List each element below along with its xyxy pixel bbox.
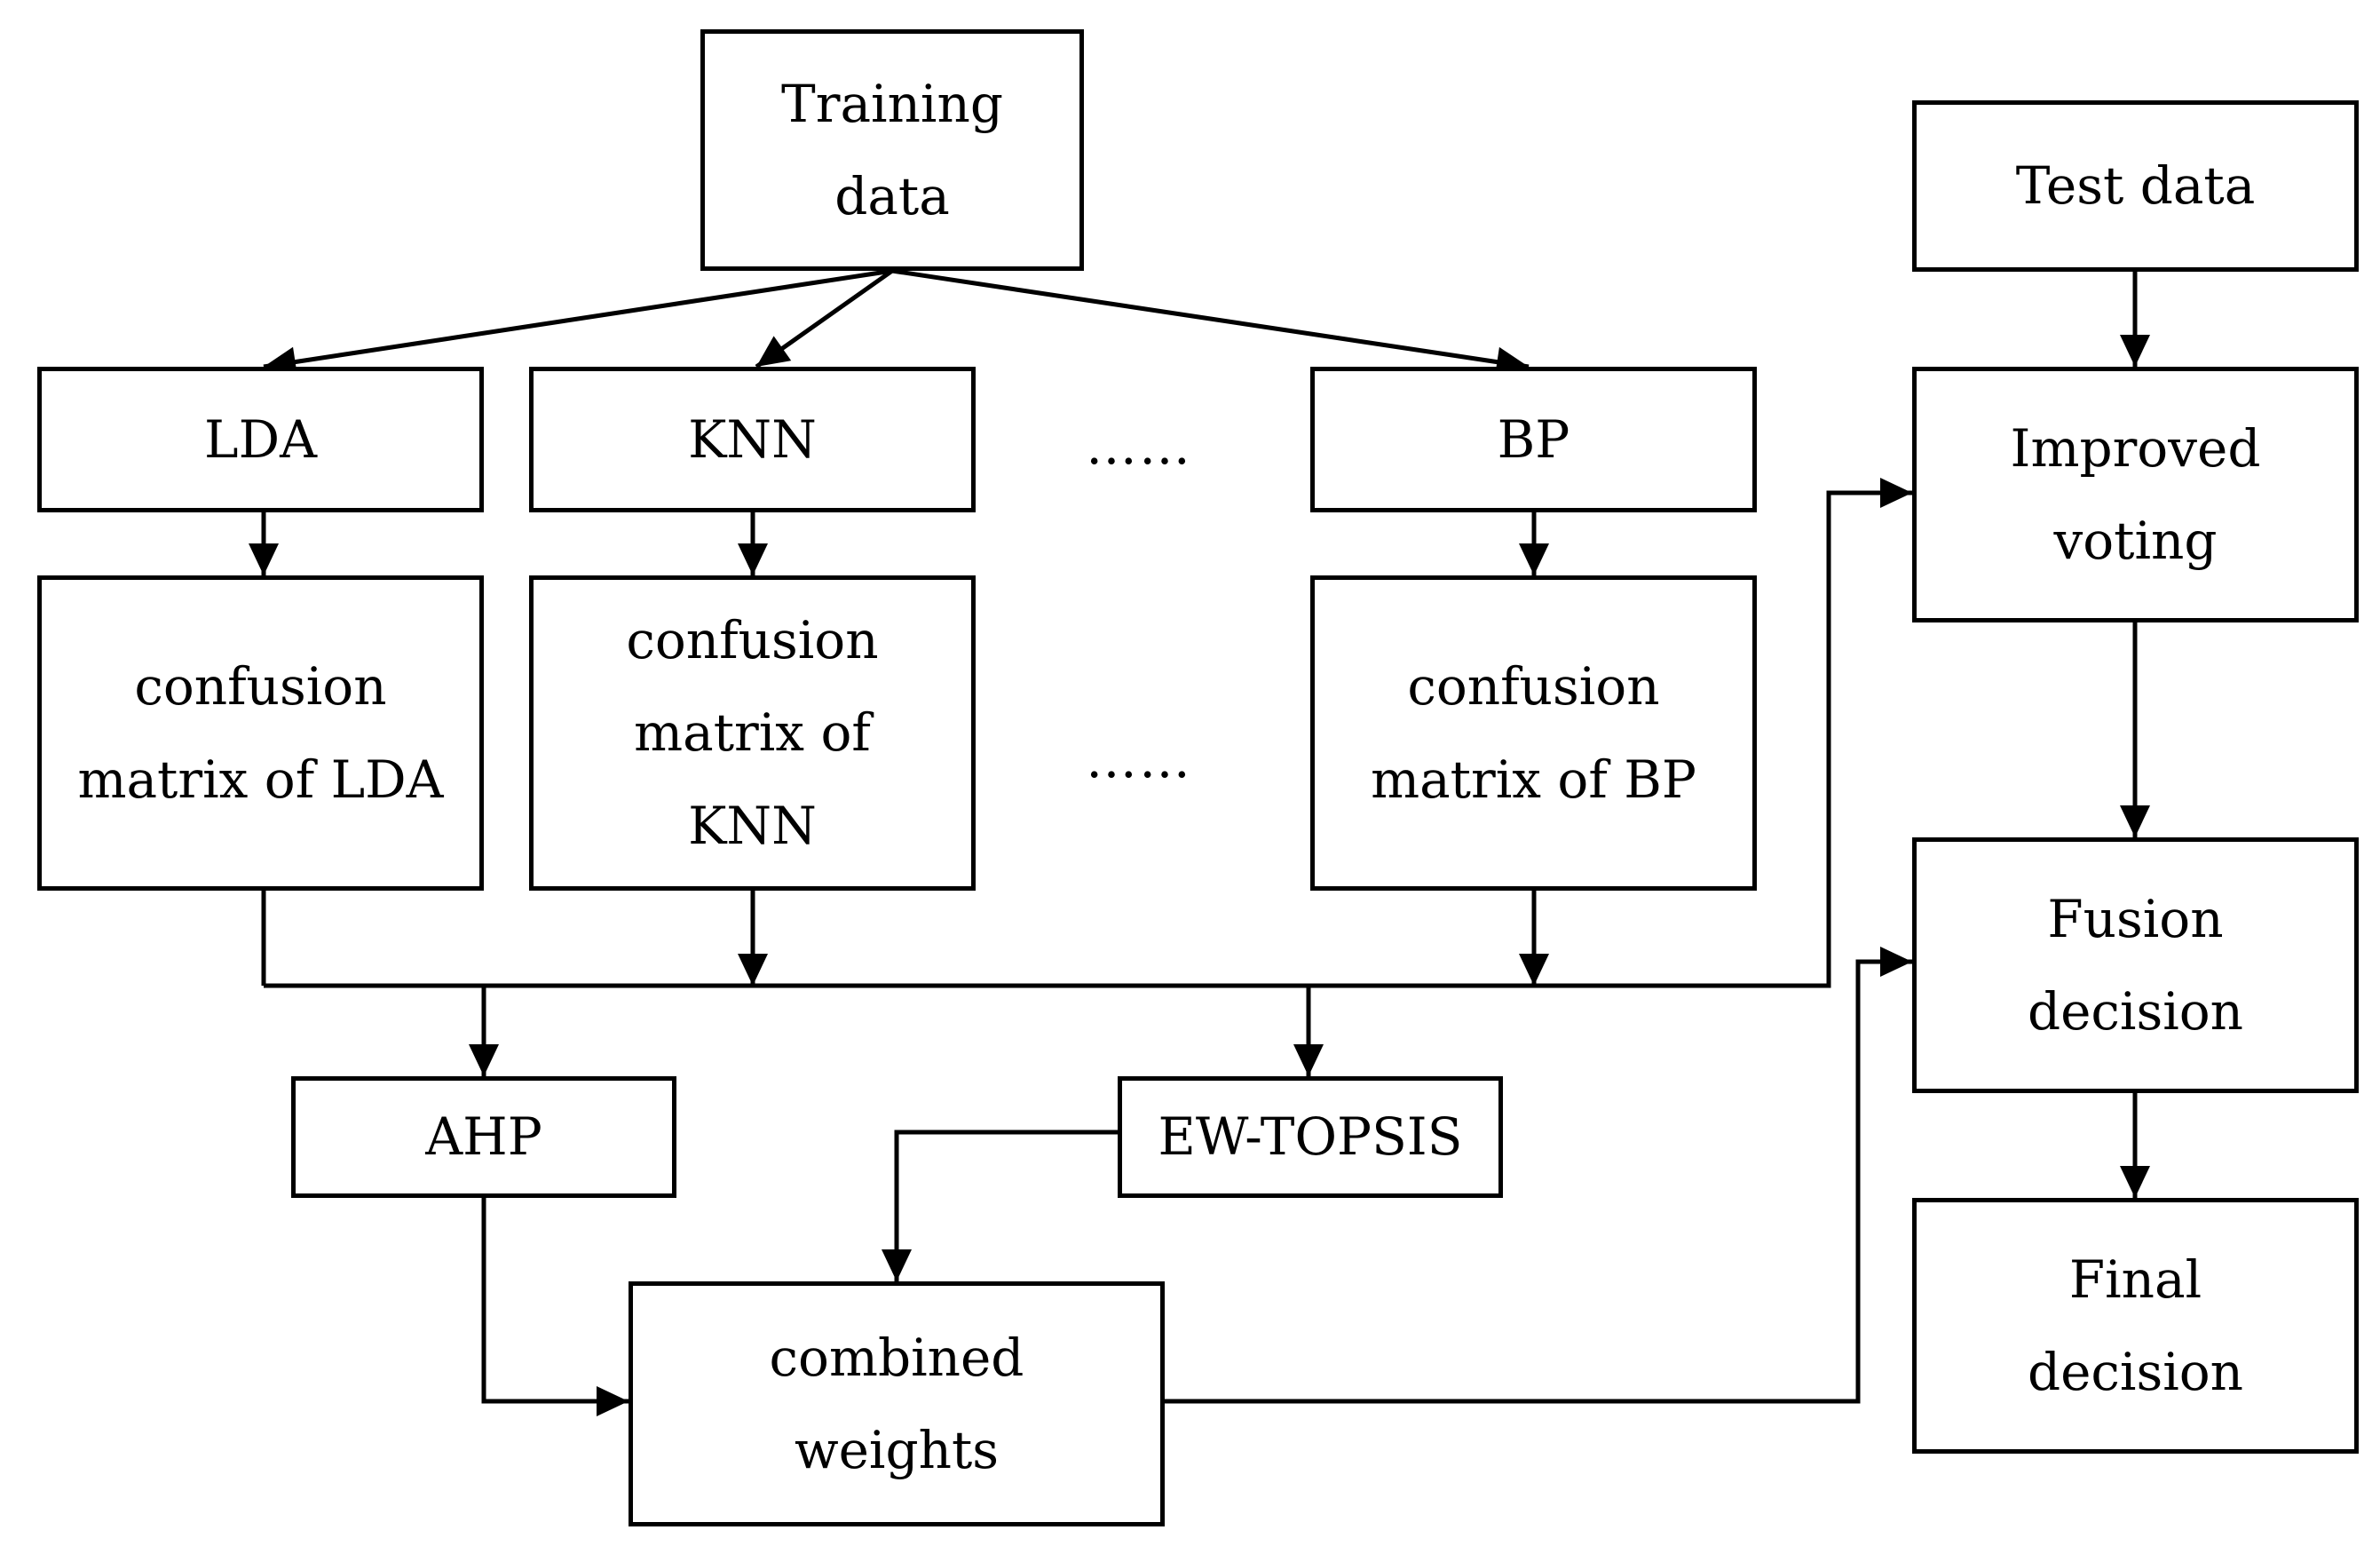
ahp-to-combined-arrow-line bbox=[481, 1198, 629, 1404]
collector-to-voting-arrow-arrowhead bbox=[1880, 478, 1912, 508]
knn-to-matrix-arrow-arrowhead bbox=[738, 543, 768, 575]
training-to-bp-arrow-line bbox=[891, 268, 1530, 369]
ahp-to-combined-arrow-arrowhead bbox=[597, 1386, 629, 1416]
lda-to-matrix-arrow-arrowhead bbox=[249, 543, 279, 575]
ahp-label: AHP bbox=[425, 1106, 542, 1168]
training-to-knn-arrow-arrowhead bbox=[756, 336, 792, 367]
more-matrices-ellipsis: …… bbox=[1086, 729, 1192, 789]
bus-to-ewtopsis-arrow-arrowhead bbox=[1293, 1044, 1324, 1076]
combined-to-fusion-arrow-arrowhead bbox=[1880, 947, 1912, 977]
collector-to-voting-arrow-line bbox=[264, 490, 1912, 988]
matrix-knn-drop-arrow-arrowhead bbox=[738, 954, 768, 986]
bp-label: BP bbox=[1497, 408, 1570, 470]
lda-node: LDA bbox=[37, 367, 484, 512]
knn-label: KNN bbox=[688, 408, 817, 470]
ewtopsis-to-combined-arrow-arrowhead bbox=[882, 1249, 912, 1281]
training-to-lda-arrow-line bbox=[263, 268, 893, 369]
bp-to-matrix-arrow-arrowhead bbox=[1519, 543, 1549, 575]
ewtopsis-to-combined-arrow-line bbox=[894, 1130, 1118, 1281]
knn-node: KNN bbox=[529, 367, 976, 512]
ahp-node: AHP bbox=[291, 1076, 676, 1198]
matrix-bp-drop-arrow-arrowhead bbox=[1519, 954, 1549, 986]
test-data-node: Test data bbox=[1912, 100, 2359, 272]
ew-topsis-label: EW-TOPSIS bbox=[1158, 1106, 1463, 1168]
test-to-voting-arrow-arrowhead bbox=[2120, 335, 2150, 367]
bp-node: BP bbox=[1310, 367, 1757, 512]
more-classifiers-ellipsis: …… bbox=[1086, 416, 1192, 476]
test-data-label: Test data bbox=[2015, 155, 2256, 217]
ew-topsis-node: EW-TOPSIS bbox=[1118, 1076, 1503, 1198]
bus-to-ahp-arrow-arrowhead bbox=[469, 1044, 499, 1076]
fusion-to-final-arrow-arrowhead bbox=[2120, 1166, 2150, 1198]
voting-to-fusion-arrow-arrowhead bbox=[2120, 805, 2150, 837]
lda-label: LDA bbox=[204, 408, 317, 470]
